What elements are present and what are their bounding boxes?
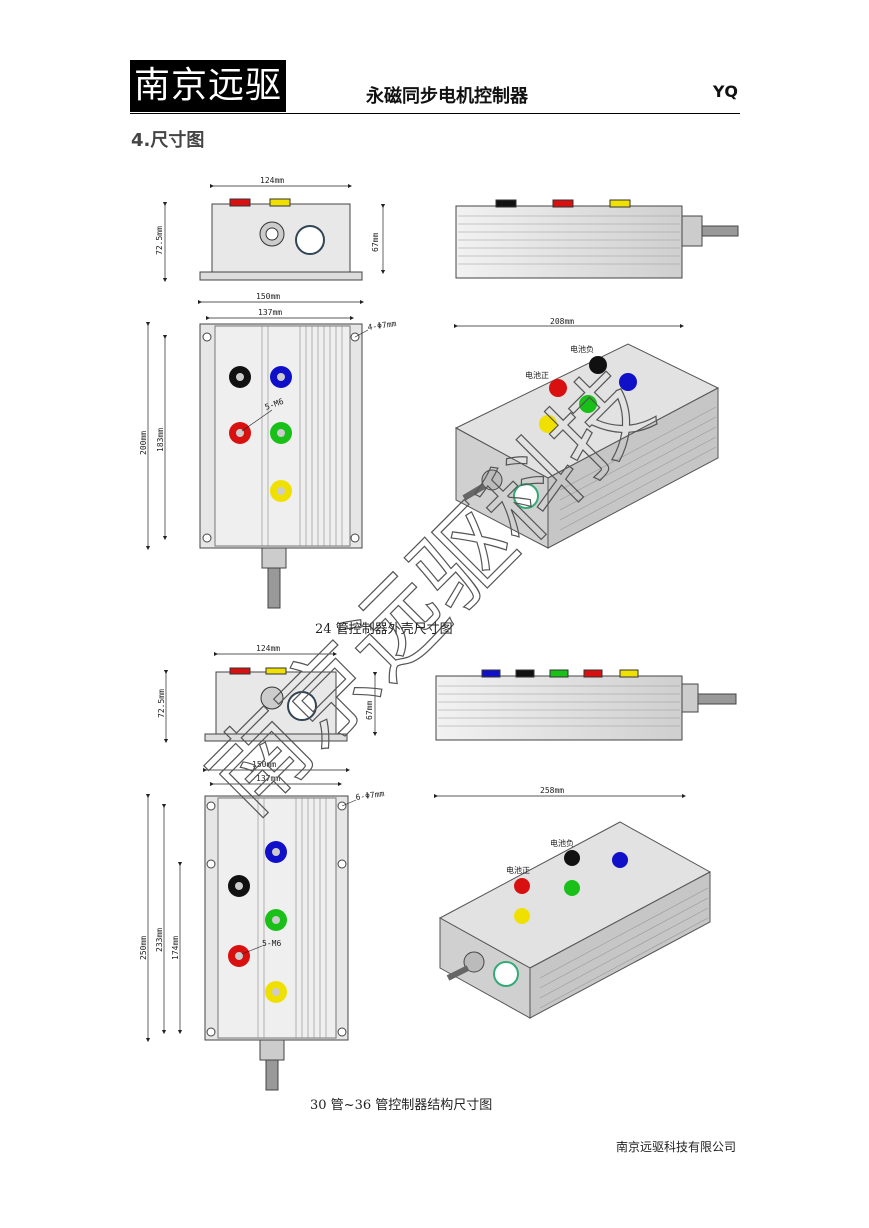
label-battery-pos: 电池正 xyxy=(525,370,549,380)
figure-30-caption: 30 管~36 管控制器结构尺寸图 xyxy=(310,1098,493,1113)
label-holes: 6-Φ7mm xyxy=(355,789,385,802)
figure-24-caption: 24 管控制器外壳尺寸图 xyxy=(315,622,453,637)
dim-front-outer-height: 250mm xyxy=(139,936,148,960)
dim-top-inner-height: 67mm xyxy=(371,233,380,252)
dim-top-width: 124mm xyxy=(260,176,284,185)
dim-front-inner-height: 183mm xyxy=(156,428,165,452)
dim-front-inner-width: 137mm xyxy=(258,308,282,317)
label-battery-pos: 电池正 xyxy=(506,865,530,875)
page-header: 南京远驱 永磁同步电机控制器 YQ xyxy=(130,60,740,114)
figure-30-side-view: 258mm xyxy=(433,669,737,799)
dim-front-outer-width: 150mm xyxy=(252,760,276,769)
label-holes: 4-Φ7mm xyxy=(367,319,397,332)
dim-front-outer-width: 150mm xyxy=(256,292,280,301)
dim-front-mid-height: 174mm xyxy=(171,936,180,960)
company-logo: 南京远驱 xyxy=(130,60,286,112)
dim-top-height: 72.5mm xyxy=(157,689,166,718)
dim-top-inner-height: 67mm xyxy=(365,701,374,720)
document-code: YQ xyxy=(712,82,738,101)
dim-side-length: 208mm xyxy=(550,317,574,326)
figure-30-isometric-view: 电池负 电池正 xyxy=(438,821,712,1019)
figure-30-front-view: 150mm 137mm 5-M6 6-Φ7mm 250mm 233mm xyxy=(139,760,385,1091)
figure-24-side-view: 208mm xyxy=(453,199,739,329)
document-title: 永磁同步电机控制器 xyxy=(366,86,528,107)
figure-24-isometric-view: 电池负 电池正 xyxy=(454,343,720,549)
dim-front-inner-width: 137mm xyxy=(256,774,280,783)
figure-30-top-view: 124mm 72.5mm 67mm xyxy=(157,644,378,744)
header-divider xyxy=(130,113,740,114)
label-battery-neg: 电池负 xyxy=(570,344,594,354)
dim-front-outer-height: 200mm xyxy=(139,431,148,455)
dim-top-height: 72.5mm xyxy=(155,226,164,255)
figure-24-front-view: 150mm 137mm 5-M6 4-Φ7mm 200mm 183mm xyxy=(139,292,397,609)
dim-side-length: 258mm xyxy=(540,786,564,795)
section-title: 4.尺寸图 xyxy=(131,130,205,151)
footer-company: 南京远驱科技有限公司 xyxy=(615,1140,736,1154)
dim-front-inner-height: 233mm xyxy=(155,928,164,952)
label-terminals: 5-M6 xyxy=(262,939,281,948)
dim-top-width: 124mm xyxy=(256,644,280,653)
figure-24-top-view: 124mm 72.5mm 67mm xyxy=(155,176,386,283)
label-battery-neg: 电池负 xyxy=(550,838,574,848)
